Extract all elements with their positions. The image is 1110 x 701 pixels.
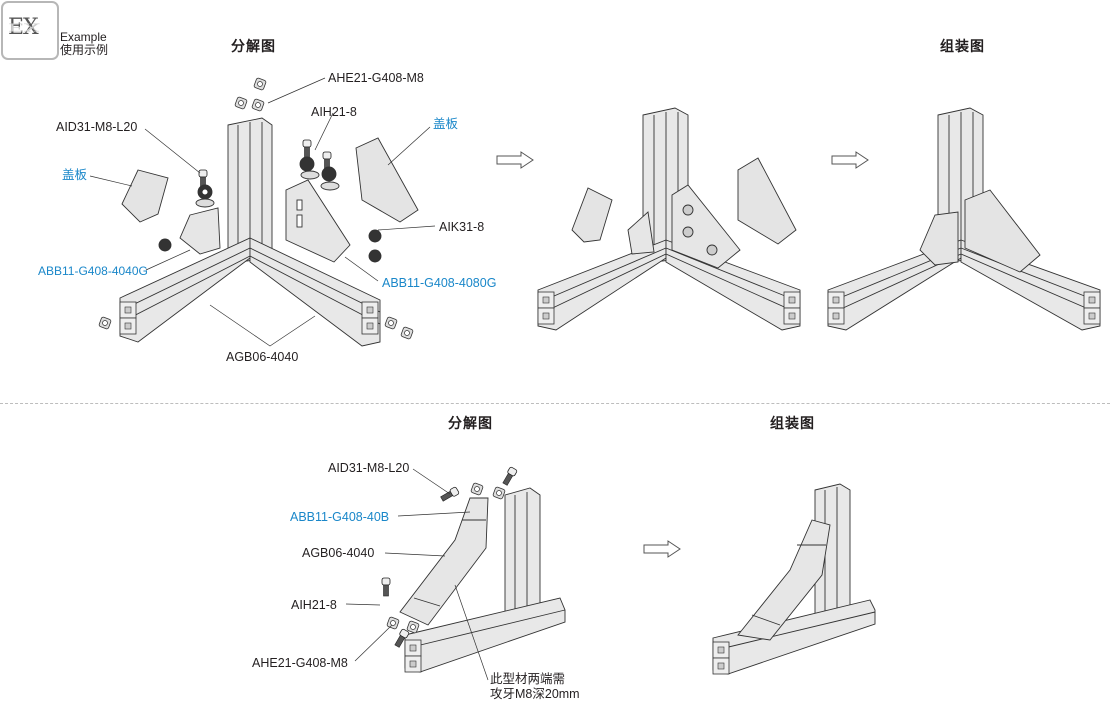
example-badge: EX EX [1,1,59,60]
example-caption: Example 使用示例 [60,31,108,57]
arrow-icon [643,540,681,558]
bracket-4040g [179,207,221,255]
top-exploded-title: 分解图 [231,38,276,54]
label-aih21-bottom: AIH21-8 [291,598,337,612]
bottom-exploded-assembly [345,466,566,681]
note-line-2: 攻牙M8深20mm [490,687,580,701]
top-assembled [827,107,1101,331]
arrow-icon [496,151,534,169]
label-cover-right: 盖板 [433,117,459,131]
diagonal-brace [399,497,489,626]
cover-left [121,169,169,223]
label-aih21-top: AIH21-8 [311,105,357,119]
label-abb-4040g: ABB11-G408-4040G [38,264,148,278]
label-ahe21-top: AHE21-G408-M8 [328,71,424,85]
example-caption-cn: 使用示例 [60,43,109,57]
label-abb-40b: ABB11-G408-40B [290,510,390,524]
top-exploded-assembly [89,77,436,347]
top-assembled-title: 组装图 [940,38,985,54]
cover-right [355,137,419,223]
example-caption-en: Example [60,30,107,44]
bottom-assembled [712,483,876,675]
section-divider [0,403,1110,404]
label-cover-left: 盖板 [62,168,88,182]
right-profile [249,237,381,347]
label-aik31: AIK31-8 [439,220,485,234]
label-agb06-top: AGB06-4040 [226,350,299,364]
label-ahe21-bottom: AHE21-G408-M8 [252,656,348,670]
arrow-icon [831,151,869,169]
label-aid31-top: AID31-M8-L20 [56,120,138,134]
example-badge-mark: EX [8,15,39,40]
note-line-1: 此型材两端需 [490,672,566,686]
bottom-exploded-title: 分解图 [448,415,493,431]
top-partial-assembly [537,107,801,331]
label-abb-4080g: ABB11-G408-4080G [382,276,497,290]
label-aid31-bottom: AID31-M8-L20 [328,461,410,475]
bracket-4080g [285,179,351,263]
bottom-assembled-title: 组装图 [770,415,815,431]
label-agb06-bottom: AGB06-4040 [302,546,375,560]
